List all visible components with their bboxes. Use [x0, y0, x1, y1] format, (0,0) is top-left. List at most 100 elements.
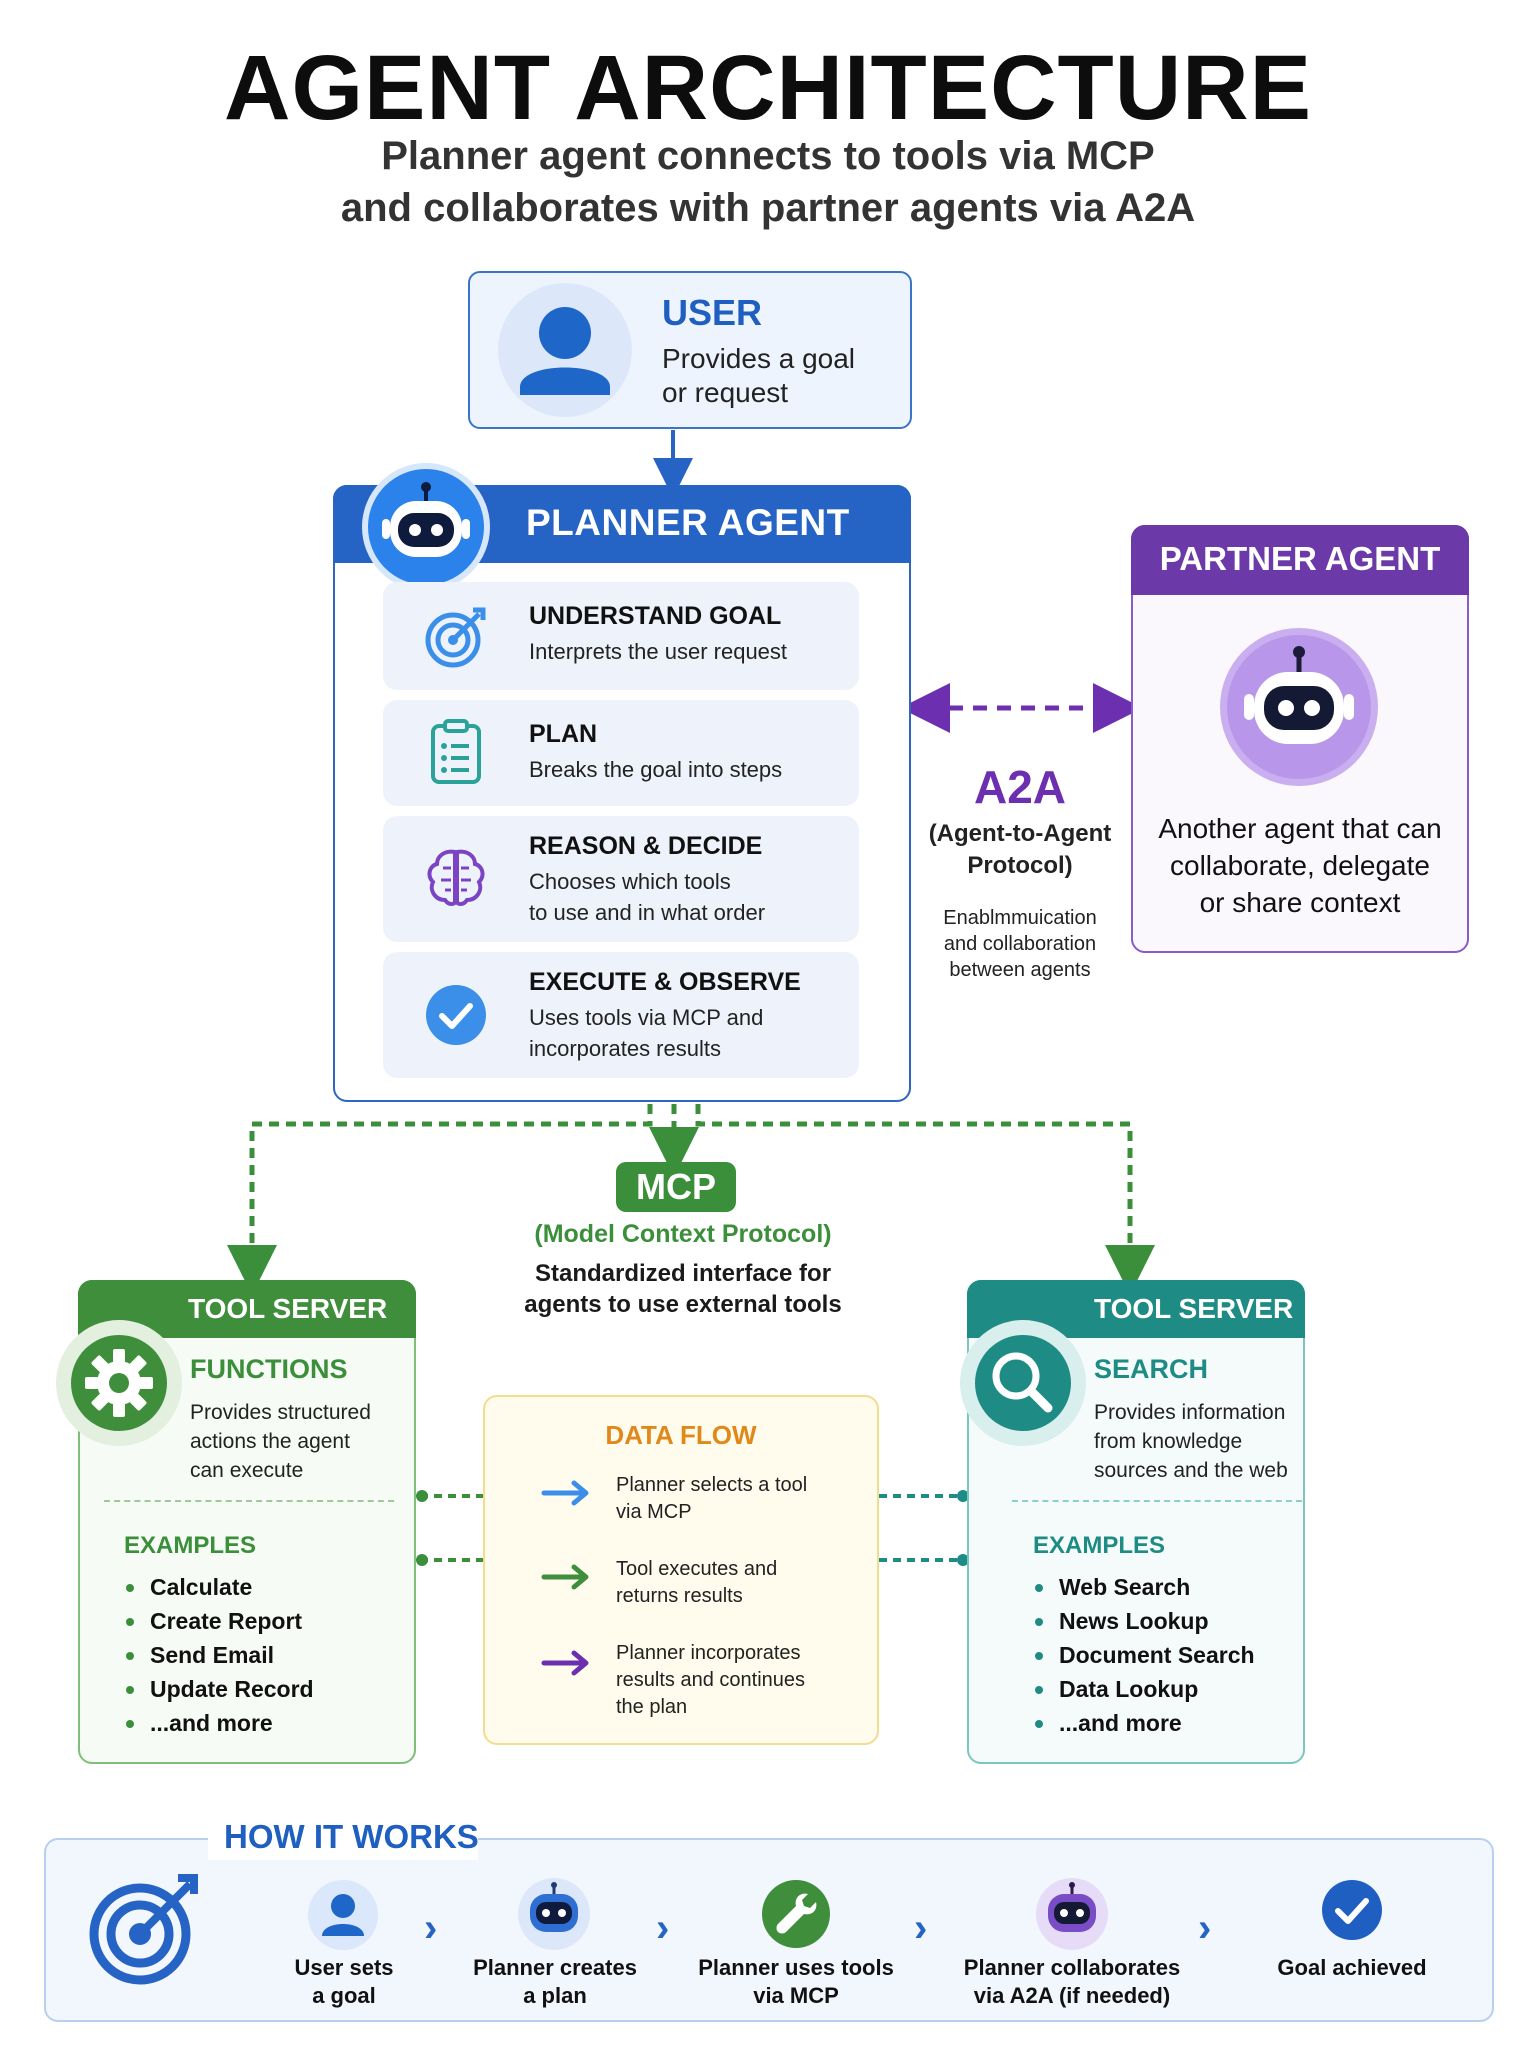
examples-title: EXAMPLES [1033, 1532, 1166, 1559]
step-title: EXECUTE & OBSERVE [529, 968, 801, 996]
step-desc-line2: to use and in what order [529, 900, 766, 925]
flow-line: the plan [616, 1696, 688, 1718]
chevron-right-icon: › [656, 1906, 670, 1950]
how-label-line2: via MCP [753, 1983, 839, 2008]
tool-server-title: TOOL SERVER [188, 1293, 388, 1324]
flow-line: Planner incorporates [616, 1642, 801, 1664]
robot-icon [1034, 1876, 1110, 1957]
planner-step-plan: PLAN Breaks the goal into steps [383, 700, 859, 806]
how-step-label: Planner creates a plan [460, 1954, 650, 2010]
user-desc-line1: Provides a goal [662, 343, 856, 374]
partner-title: PARTNER AGENT [1159, 540, 1441, 577]
robot-icon [362, 463, 490, 591]
how-title-backdrop [208, 1818, 478, 1860]
magnifier-icon [960, 1320, 1086, 1446]
planner-step-reason-decide: REASON & DECIDE Chooses which tools to u… [383, 816, 859, 942]
mcp-arrow-left [227, 1104, 653, 1295]
robot-icon [1220, 628, 1378, 786]
planner-step-understand-goal: UNDERSTAND GOAL Interprets the user requ… [383, 582, 859, 690]
a2a-title: A2A [973, 761, 1067, 813]
list-item: ...and more [124, 1706, 314, 1740]
tool-server-title: TOOL SERVER [1094, 1293, 1294, 1324]
user-description: Provides a goal or request [662, 342, 892, 410]
data-flow-step: Tool executes and returns results [616, 1556, 846, 1610]
mcp-desc-line1: Standardized interface for [534, 1260, 832, 1287]
a2a-desc-line1: Enablmmuication [943, 907, 1097, 929]
data-flow-title: DATA FLOW [605, 1420, 757, 1450]
mcp-subtitle: (Model Context Protocol) [534, 1220, 832, 1248]
examples-title: EXAMPLES [124, 1532, 257, 1559]
tool-description: Provides information from knowledge sour… [1094, 1398, 1294, 1485]
step-description: Uses tools via MCP and incorporates resu… [529, 1002, 849, 1064]
step-description: Breaks the goal into steps [529, 757, 783, 782]
mcp-arrow-right [695, 1104, 1155, 1295]
list-item: News Lookup [1033, 1604, 1255, 1638]
chevron-right-icon: › [1198, 1906, 1212, 1950]
mcp-description: Standardized interface for agents to use… [500, 1258, 866, 1320]
partner-header [1131, 525, 1469, 595]
page-subtitle-line2: and collaborates with partner agents via… [340, 186, 1196, 230]
list-item: ...and more [1033, 1706, 1255, 1740]
how-label-line2: a goal [312, 1983, 376, 2008]
page-title: AGENT ARCHITECTURE [224, 37, 1312, 139]
check-circle-icon [423, 982, 489, 1048]
tool-name: SEARCH [1094, 1354, 1209, 1384]
step-title: REASON & DECIDE [529, 832, 763, 860]
mcp-badge: MCP [616, 1162, 736, 1212]
data-flow-step: Planner selects a tool via MCP [616, 1472, 846, 1526]
how-label-line1: Planner uses tools [698, 1955, 894, 1980]
list-item: Update Record [124, 1672, 314, 1706]
list-item: Send Email [124, 1638, 314, 1672]
list-item: Calculate [124, 1570, 314, 1604]
tool-desc-line2: actions the agent [190, 1430, 350, 1453]
flow-line: returns results [616, 1585, 743, 1607]
step-desc-line1: Chooses which tools [529, 869, 731, 894]
robot-icon [516, 1876, 592, 1957]
partner-desc-line1: Another agent that can [1158, 813, 1442, 844]
how-step-label: Goal achieved [1262, 1954, 1442, 1982]
examples-list: Calculate Create Report Send Email Updat… [124, 1570, 314, 1740]
a2a-desc-line2: and collaboration [943, 933, 1097, 955]
a2a-subtitle: (Agent-to-Agent Protocol) [920, 818, 1120, 882]
gear-icon [56, 1320, 182, 1446]
how-label-line1: Planner creates [473, 1955, 637, 1980]
tool-desc-line3: can execute [190, 1459, 304, 1482]
flow-line: Tool executes and [616, 1558, 778, 1580]
partner-desc-line2: collaborate, delegate [1170, 850, 1430, 881]
step-title: UNDERSTAND GOAL [529, 602, 782, 630]
chevron-right-icon: › [914, 1906, 928, 1950]
step-desc-line2: incorporates results [529, 1036, 721, 1061]
tool-description: Provides structured actions the agent ca… [190, 1398, 390, 1485]
examples-list: Web Search News Lookup Document Search D… [1033, 1570, 1255, 1740]
data-flow-card [483, 1395, 879, 1745]
divider [104, 1500, 394, 1502]
step-title: PLAN [529, 720, 598, 748]
how-it-works-title: HOW IT WORKS [224, 1818, 479, 1855]
check-circle-icon [1320, 1878, 1384, 1947]
flow-line: results and continues [616, 1669, 806, 1691]
page-subtitle-line1: Planner agent connects to tools via MCP [381, 134, 1155, 178]
arrow-right-icon [540, 1478, 594, 1508]
a2a-desc-line3: between agents [949, 959, 1091, 981]
arrow-right-icon [540, 1648, 594, 1678]
step-description: Interprets the user request [529, 639, 788, 664]
user-icon [306, 1878, 380, 1957]
target-icon [86, 1870, 206, 1995]
divider [1012, 1500, 1302, 1502]
how-label-line1: Goal achieved [1277, 1955, 1427, 1980]
user-desc-line2: or request [662, 377, 789, 408]
list-item: Create Report [124, 1604, 314, 1638]
how-label-line2: via A2A (if needed) [973, 1983, 1171, 2008]
tool-name: FUNCTIONS [190, 1354, 348, 1384]
list-item: Document Search [1033, 1638, 1255, 1672]
tool-desc-line3: sources and the web [1094, 1459, 1288, 1482]
planner-step-execute-observe: EXECUTE & OBSERVE Uses tools via MCP and… [383, 952, 859, 1078]
tool-desc-line2: from knowledge [1094, 1430, 1243, 1453]
partner-description: Another agent that can collaborate, dele… [1140, 810, 1460, 921]
flow-line: via MCP [616, 1501, 692, 1523]
step-desc-line1: Uses tools via MCP and [529, 1005, 764, 1030]
clipboard-icon [423, 718, 489, 784]
list-item: Web Search [1033, 1570, 1255, 1604]
tool-desc-line1: Provides information [1094, 1401, 1286, 1424]
